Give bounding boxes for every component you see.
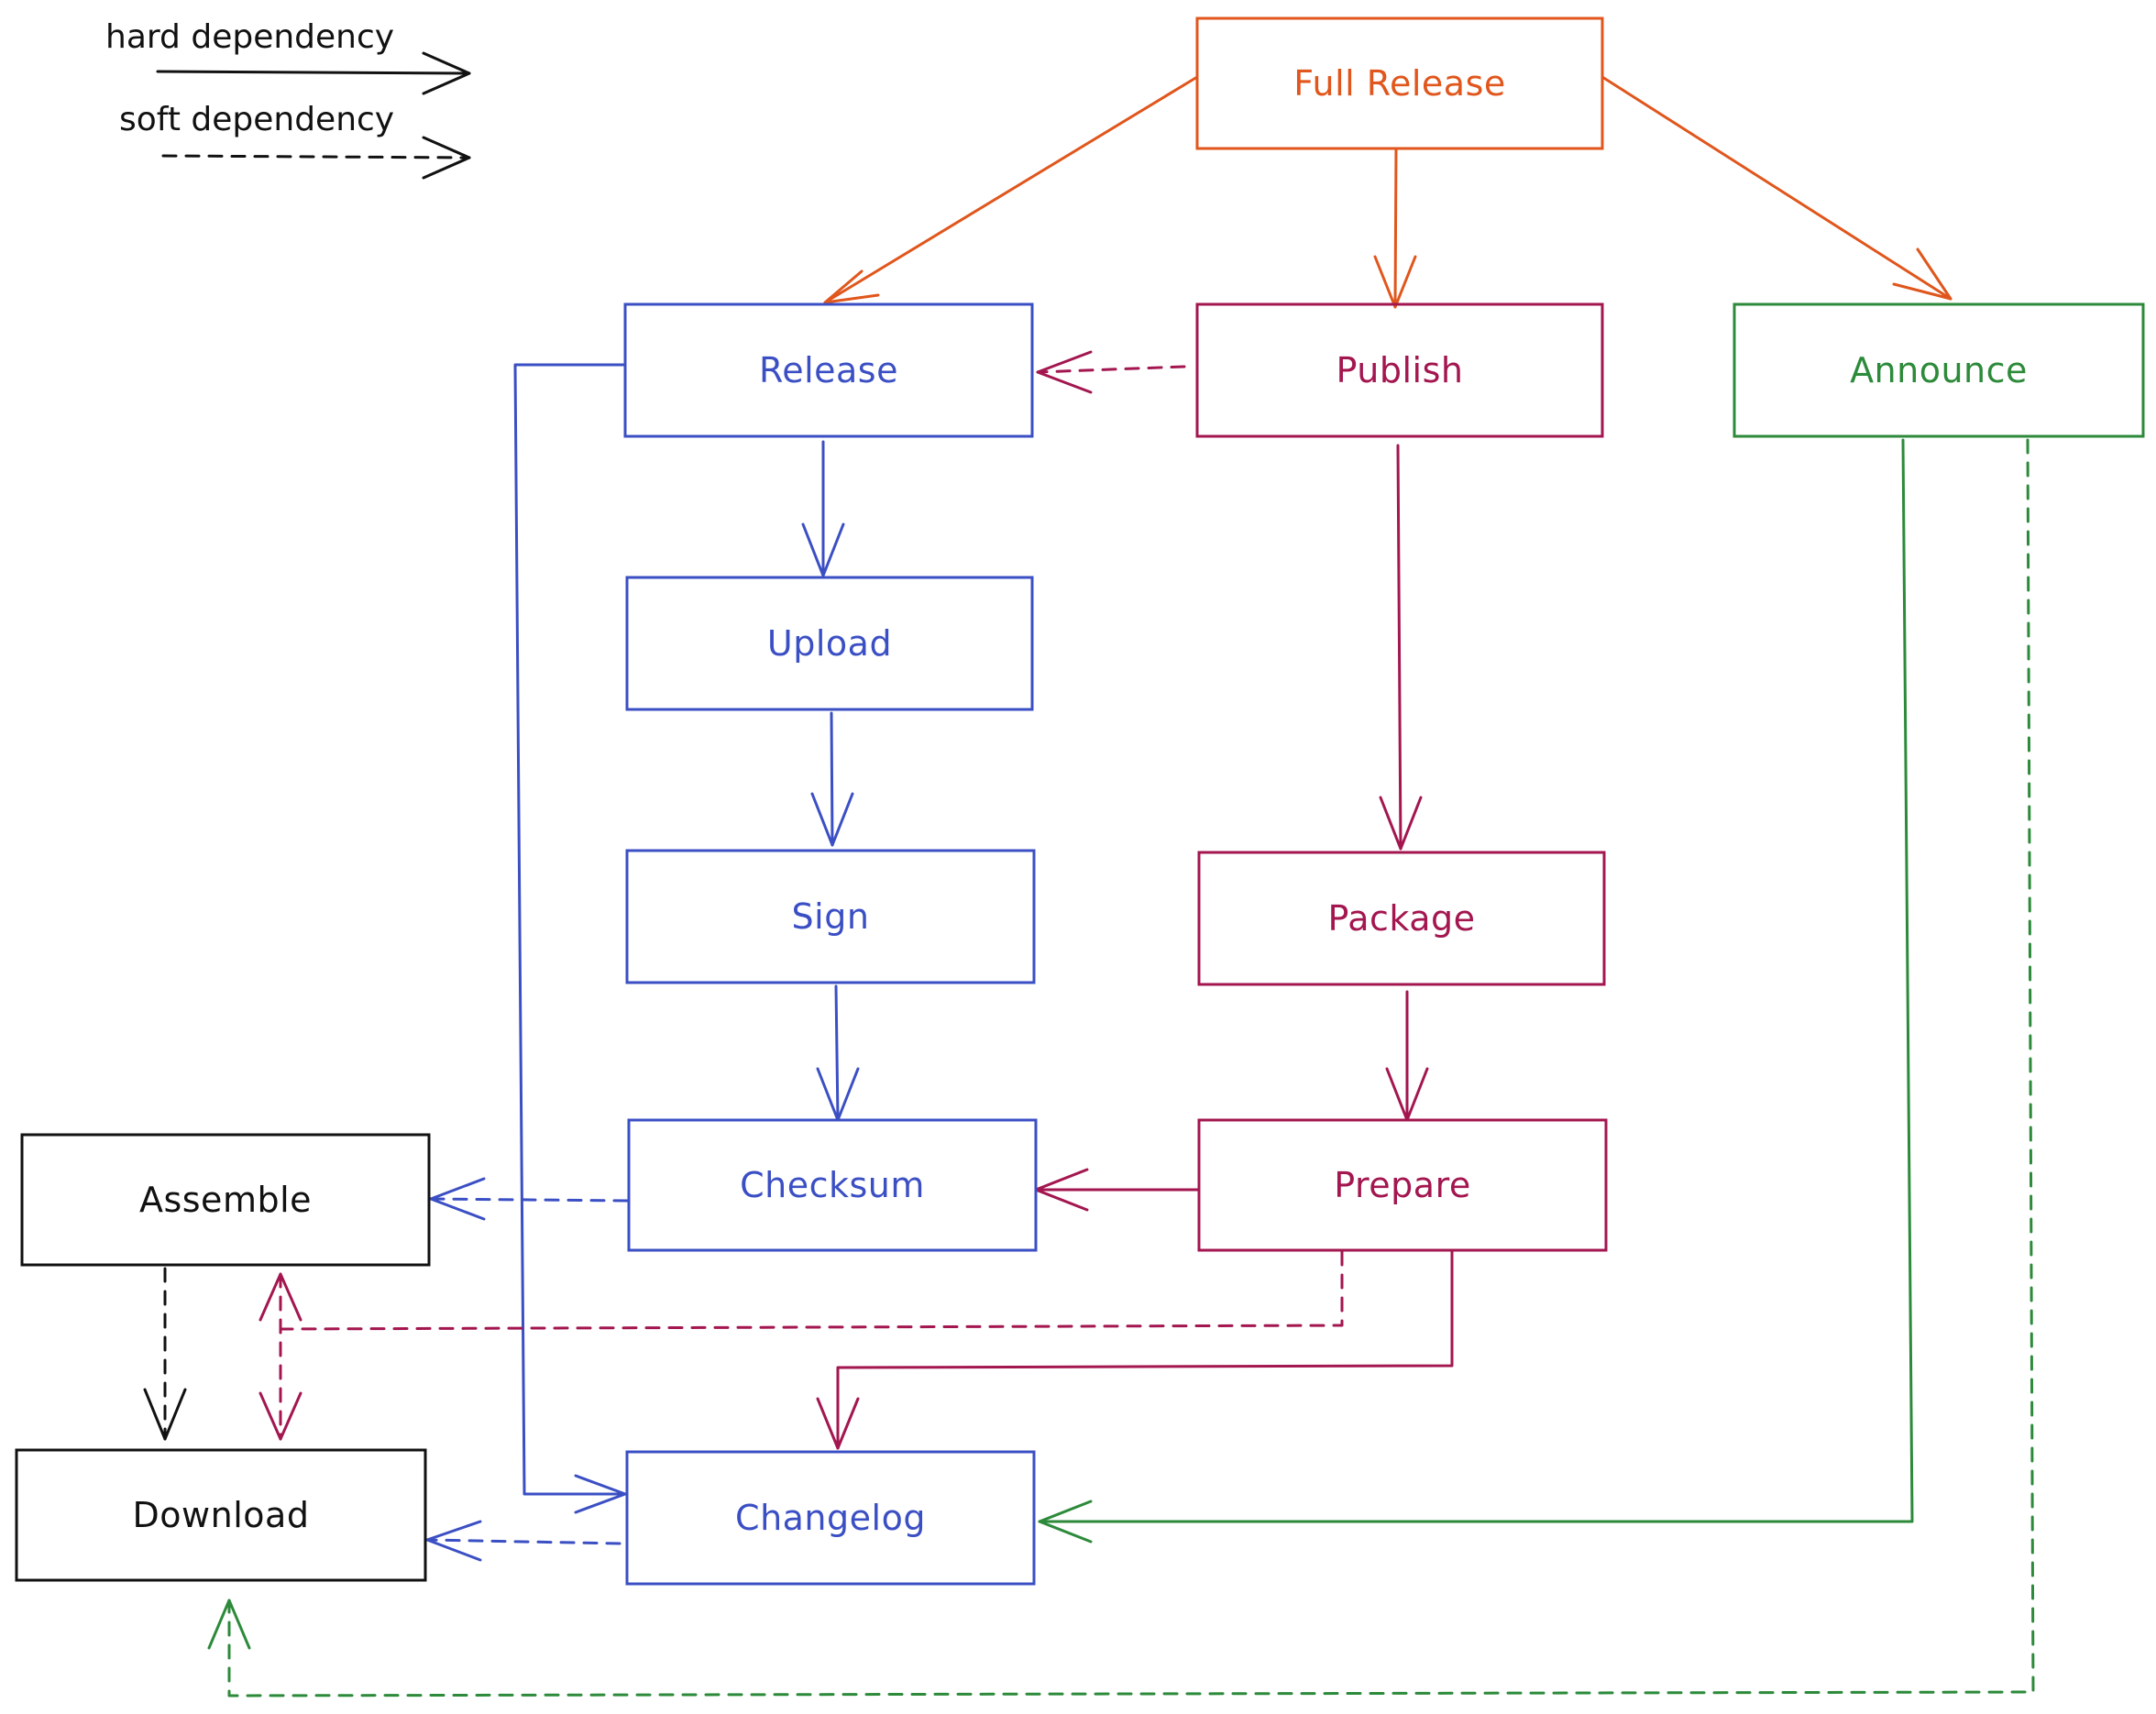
- legend-hard-label: hard dependency: [105, 18, 394, 56]
- legend-soft-line: [161, 154, 471, 159]
- node-download[interactable]: Download: [15, 1448, 427, 1582]
- node-publish-label: Publish: [1336, 350, 1464, 390]
- edge-full-release-to-announce: [1600, 75, 1952, 301]
- node-sign-label: Sign: [792, 896, 870, 937]
- edge-publish-to-release: [1036, 350, 1186, 394]
- edge-release-to-changelog: [513, 363, 627, 1514]
- edge-publish-to-package: [1379, 444, 1423, 851]
- node-publish[interactable]: Publish: [1195, 302, 1604, 438]
- node-upload[interactable]: Upload: [625, 576, 1034, 711]
- edge-prepare-to-assemble-download: [258, 1250, 1344, 1441]
- legend-hard-arrowhead: [422, 51, 471, 95]
- node-sign[interactable]: Sign: [625, 849, 1036, 984]
- edge-prepare-to-changelog: [816, 1250, 1454, 1450]
- node-changelog-label: Changelog: [735, 1498, 926, 1538]
- edge-announce-to-download: [207, 438, 2035, 1698]
- edge-checksum-to-assemble: [429, 1177, 629, 1221]
- edge-full-release-to-publish: [1373, 147, 1417, 309]
- node-full-release[interactable]: Full Release: [1195, 16, 1604, 150]
- edge-sign-to-checksum: [816, 984, 860, 1122]
- node-prepare-label: Prepare: [1334, 1165, 1471, 1205]
- node-release-label: Release: [759, 350, 898, 390]
- legend: hard dependency soft dependency: [105, 18, 471, 180]
- node-assemble[interactable]: Assemble: [20, 1133, 431, 1267]
- node-download-label: Download: [133, 1495, 310, 1535]
- node-changelog[interactable]: Changelog: [625, 1450, 1036, 1586]
- node-release[interactable]: Release: [623, 302, 1034, 438]
- node-checksum-label: Checksum: [740, 1165, 925, 1205]
- legend-soft-arrowhead: [422, 136, 471, 180]
- node-full-release-label: Full Release: [1293, 63, 1506, 104]
- legend-soft-label: soft dependency: [119, 101, 394, 138]
- node-announce-label: Announce: [1850, 350, 2028, 390]
- node-announce[interactable]: Announce: [1732, 302, 2145, 438]
- node-package[interactable]: Package: [1197, 851, 1606, 986]
- edges: [143, 75, 2035, 1698]
- node-assemble-label: Assemble: [139, 1180, 312, 1220]
- edge-upload-to-sign: [810, 711, 854, 847]
- edge-assemble-to-download: [143, 1267, 187, 1441]
- node-checksum[interactable]: Checksum: [627, 1118, 1038, 1252]
- node-upload-label: Upload: [767, 623, 892, 664]
- node-package-label: Package: [1327, 898, 1475, 939]
- legend-hard-line: [156, 70, 471, 75]
- edge-full-release-to-release: [823, 75, 1199, 304]
- edge-announce-to-changelog: [1038, 438, 1914, 1544]
- nodes: Full Release Release Publish Announce Up…: [15, 16, 2145, 1586]
- edge-release-to-upload: [801, 440, 845, 577]
- edge-prepare-to-checksum: [1034, 1168, 1199, 1212]
- edge-changelog-to-download: [425, 1520, 622, 1562]
- edge-package-to-prepare: [1385, 990, 1429, 1122]
- node-prepare[interactable]: Prepare: [1197, 1118, 1608, 1252]
